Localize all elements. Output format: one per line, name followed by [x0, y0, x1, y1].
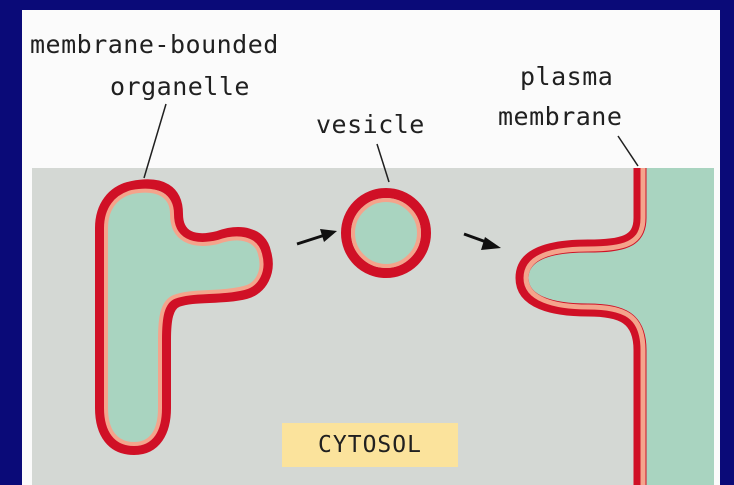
- organelle-label-line1: membrane-bounded: [30, 30, 279, 59]
- cytosol-label: CYTOSOL: [282, 423, 458, 467]
- plasma-membrane: [522, 150, 643, 485]
- membrane-bounded-organelle: [100, 184, 268, 450]
- plasma-membrane-label-line2: membrane: [498, 102, 622, 131]
- vesicle-label: vesicle: [316, 110, 425, 139]
- organelle-label-line2: organelle: [110, 72, 250, 101]
- cytosol-label-text: CYTOSOL: [318, 432, 422, 458]
- plasma-membrane-label-line1: plasma: [520, 62, 613, 91]
- organelle-leader-line: [144, 104, 166, 178]
- plasma-membrane-leader-line: [618, 136, 638, 166]
- vesicle: [346, 193, 426, 273]
- arrow-organelle-to-vesicle: [297, 229, 337, 244]
- arrow-vesicle-to-plasma-membrane: [464, 234, 501, 250]
- vesicle-leader-line: [377, 144, 389, 182]
- diagram-panel: membrane-bounded organelle vesicle plasm…: [22, 10, 720, 485]
